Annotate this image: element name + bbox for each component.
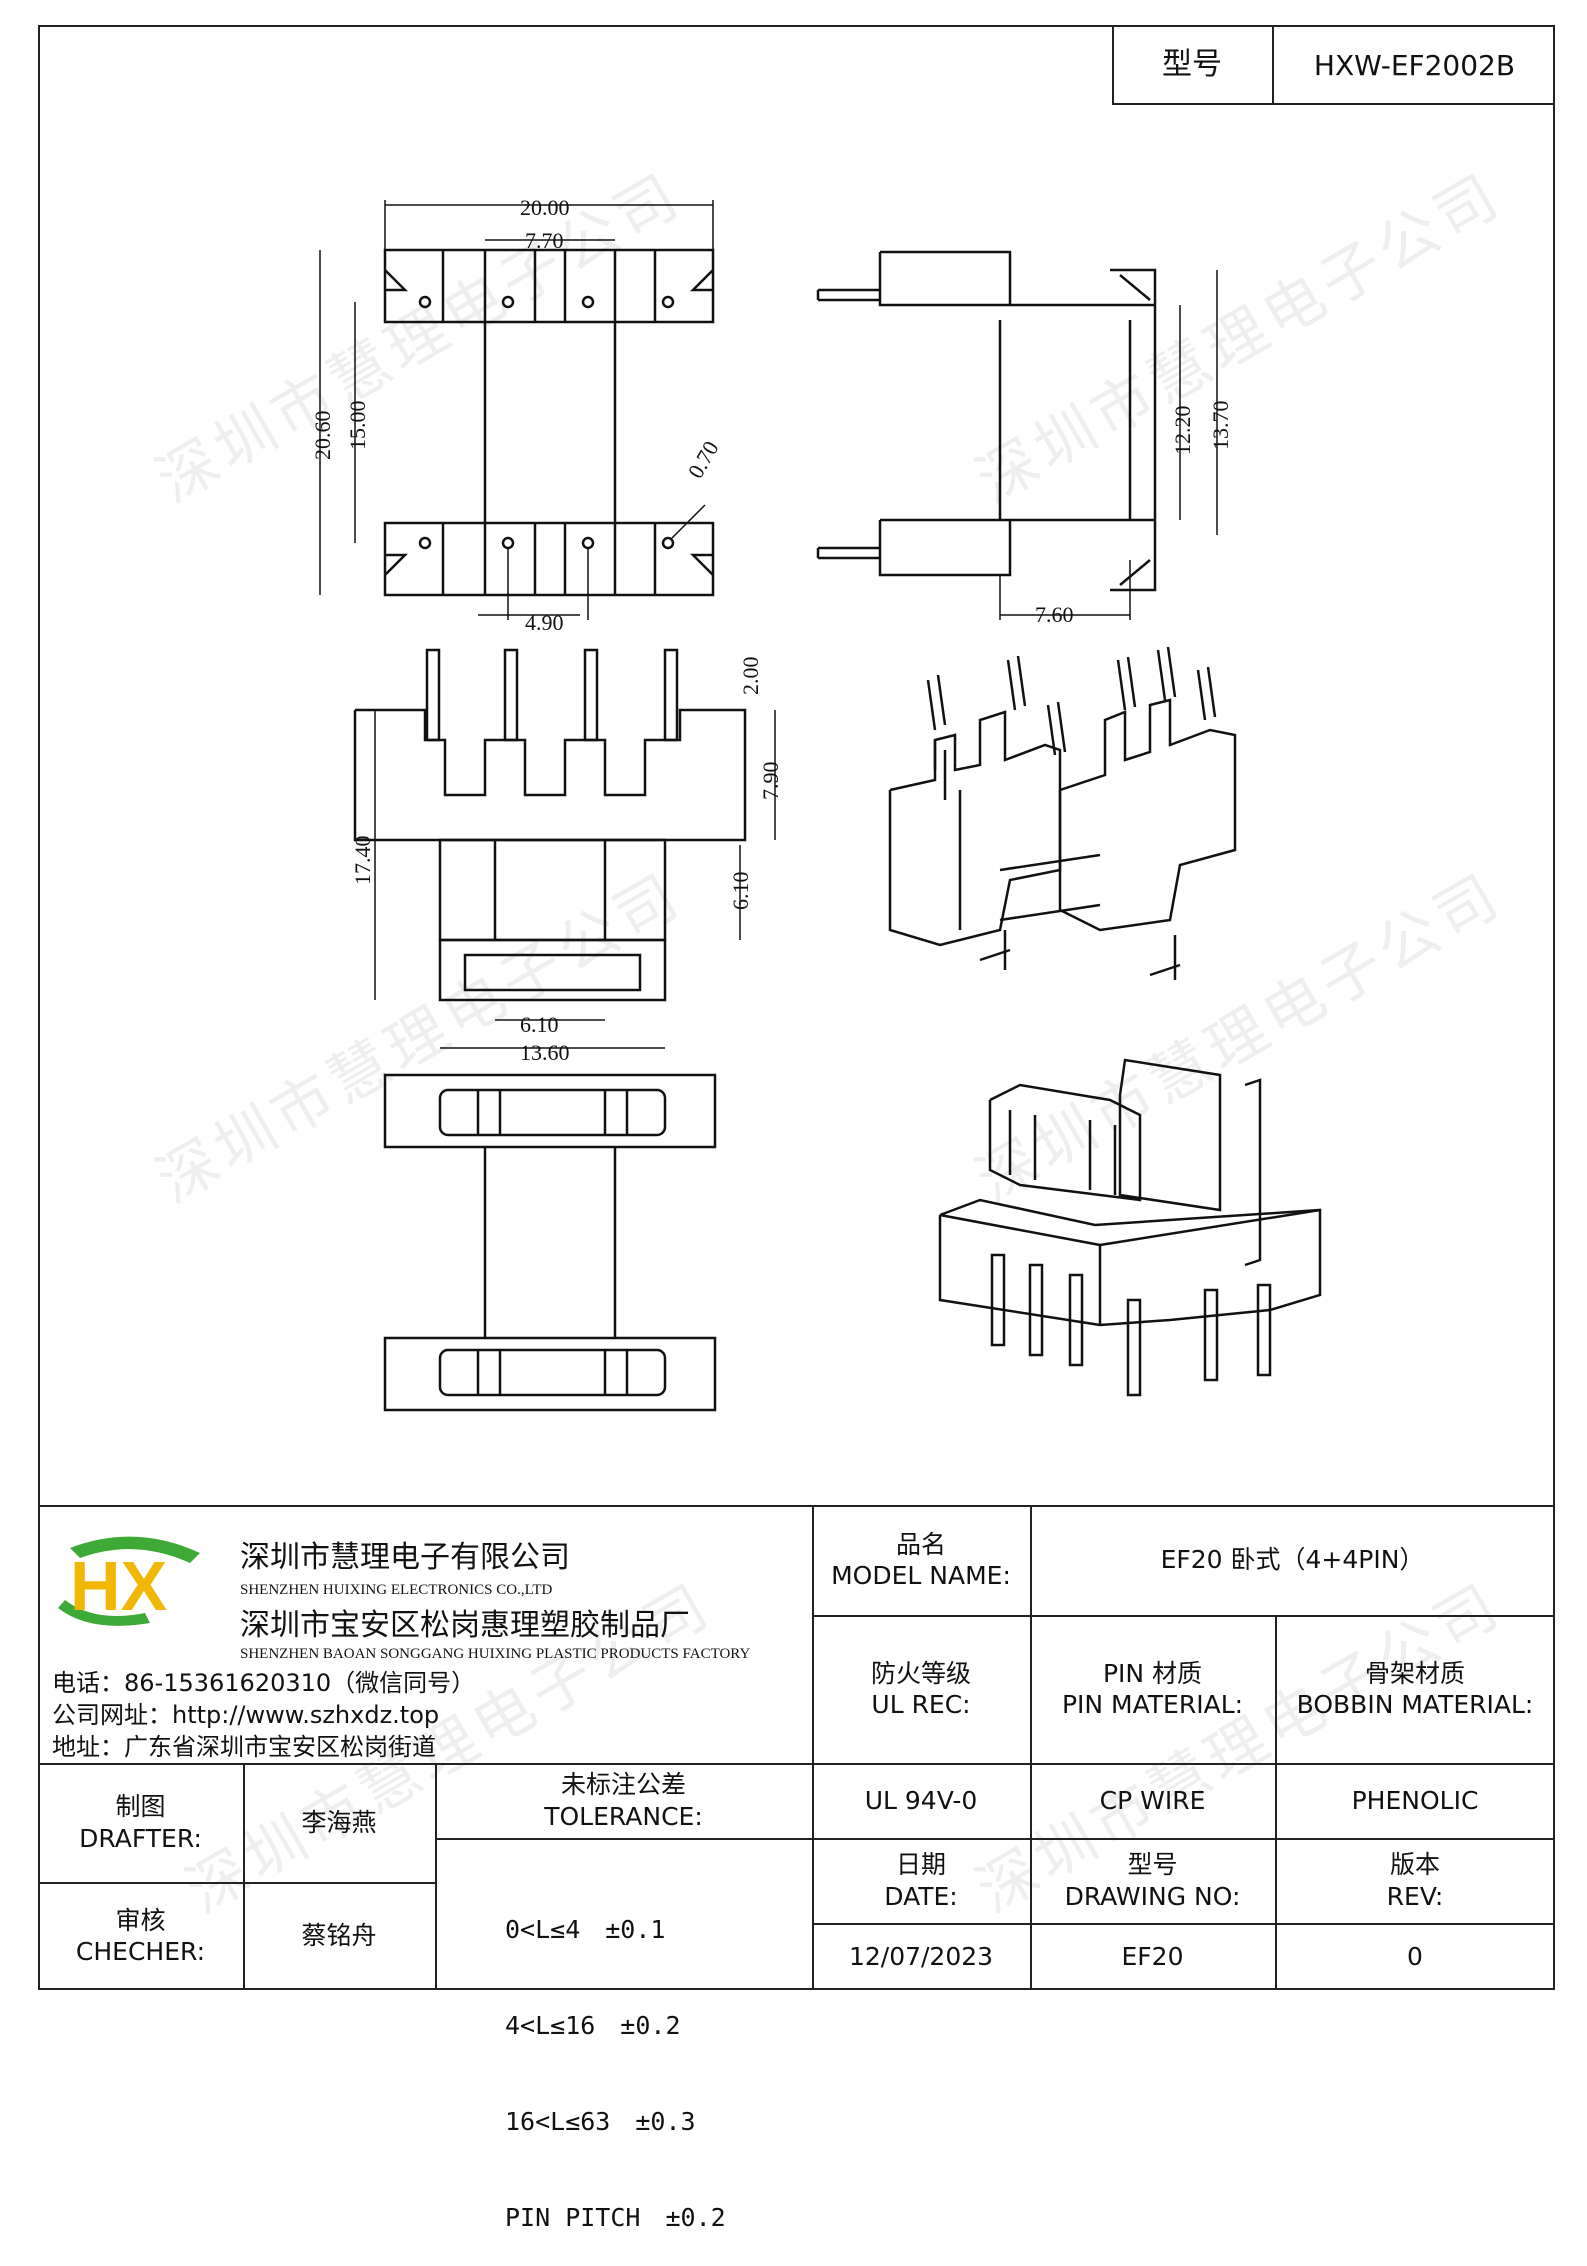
factory-name-cn: 深圳市宝安区松岗惠理塑胶制品厂: [240, 1608, 690, 1643]
company-logo: HX: [58, 1536, 200, 1626]
fire-rating-label-cn: 防火等级: [870, 1658, 971, 1688]
tolerance-list: 0<L≤4 ±0.1 4<L≤16 ±0.2 16<L≤63 ±0.3 PIN …: [505, 1850, 726, 2266]
product-name-label-en: MODEL NAME:: [831, 1561, 1011, 1590]
checker-label-cn: 审核: [115, 1905, 166, 1935]
date-label-en: DATE:: [884, 1881, 958, 1911]
tolerance-item: PIN PITCH ±0.2: [505, 2203, 726, 2232]
drafter-value: 李海燕: [301, 1807, 377, 1837]
side-view: [816, 250, 1218, 620]
dim-6-10-v: 6.10: [728, 872, 753, 911]
front-view: [353, 648, 776, 1049]
checker-label-en: CHECHER:: [75, 1937, 206, 1966]
company-address: 地址：广东省深圳市宝安区松岗街道: [52, 1733, 436, 1761]
dim-7-70: 7.70: [525, 228, 564, 253]
tolerance-label: 未标注公差 TOLERANCE:: [435, 1763, 812, 1838]
model-header-box: [1112, 25, 1555, 105]
drawing-no-label-cn: 型号: [1127, 1850, 1178, 1880]
dim-7-90: 7.90: [758, 762, 783, 801]
checker-label: 审核 CHECHER:: [38, 1882, 243, 1990]
company-phone: 电话：86-15361620310（微信同号）: [52, 1669, 476, 1697]
date-label-cn: 日期: [895, 1850, 946, 1880]
drawing-no-label-en: DRAWING NO:: [1064, 1881, 1241, 1911]
dim-13-70: 13.70: [1208, 401, 1233, 451]
pin-material-label: PIN 材质 PIN MATERIAL:: [1030, 1615, 1275, 1763]
iso-view-1: [888, 646, 1237, 980]
dim-15-00: 15.00: [345, 401, 370, 451]
dim-20-00: 20.00: [520, 195, 570, 220]
drawing-no-label: 型号 DRAWING NO:: [1030, 1838, 1275, 1923]
dim-7-60: 7.60: [1035, 602, 1074, 627]
top-view: [319, 200, 715, 620]
drawing-frame: [38, 25, 1555, 1990]
model-label: 型号: [1162, 47, 1222, 83]
dim-6-10-h: 6.10: [520, 1012, 559, 1037]
fire-rating-label-en: UL REC:: [871, 1690, 971, 1719]
drafter-label-en: DRAFTER:: [79, 1823, 202, 1853]
dim-13-60: 13.60: [520, 1040, 570, 1065]
date-value: 12/07/2023: [848, 1941, 994, 1971]
bobbin-material-value: PHENOLIC: [1351, 1785, 1479, 1815]
bottom-view: [383, 1073, 717, 1412]
rev-label-cn: 版本: [1389, 1850, 1440, 1880]
fire-rating-label: 防火等级 UL REC:: [812, 1615, 1030, 1763]
product-name-label-cn: 品名: [895, 1529, 946, 1559]
company-name-en: SHENZHEN HUIXING ELECTRONICS CO.,LTD: [240, 1582, 553, 1598]
pin-material-value: CP WIRE: [1099, 1785, 1206, 1815]
dim-2-00: 2.00: [738, 657, 763, 696]
factory-name-en: SHENZHEN BAOAN SONGGANG HUIXING PLASTIC …: [240, 1646, 751, 1662]
pin-material-label-cn: PIN 材质: [1102, 1658, 1203, 1688]
bobbin-material-label-en: BOBBIN MATERIAL:: [1296, 1690, 1534, 1719]
product-name-label: 品名 MODEL NAME:: [812, 1505, 1030, 1615]
dim-0-70: 0.70: [683, 437, 724, 483]
dim-12-20: 12.20: [1170, 406, 1195, 456]
bobbin-material-label: 骨架材质 BOBBIN MATERIAL:: [1275, 1615, 1555, 1763]
dim-20-60: 20.60: [310, 411, 335, 461]
drafter-label: 制图 DRAFTER:: [38, 1763, 243, 1882]
drawing-no-value: EF20: [1121, 1941, 1184, 1971]
dimension-labels: 20.00 7.70 4.90 7.60 6.10 13.60 20.60 15…: [310, 195, 1233, 1065]
company-website: 公司网址：http://www.szhxdz.top: [52, 1701, 440, 1729]
dim-4-90: 4.90: [525, 610, 564, 635]
product-name-value: EF20 卧式（4+4PIN）: [1160, 1545, 1425, 1575]
date-label: 日期 DATE:: [812, 1838, 1030, 1923]
rev-label-en: REV:: [1386, 1881, 1444, 1911]
rev-value: 0: [1407, 1941, 1423, 1971]
technical-drawing: 20.00 7.70 4.90 7.60 6.10 13.60 20.60 15…: [310, 195, 1322, 1412]
tolerance-item: 16<L≤63 ±0.3: [505, 2107, 696, 2136]
checker-value: 蔡铭舟: [301, 1921, 377, 1951]
logo-letters: HX: [70, 1547, 168, 1625]
dim-17-40: 17.40: [350, 836, 375, 886]
tolerance-item: 4<L≤16 ±0.2: [505, 2011, 681, 2040]
tolerance-label-en: TOLERANCE:: [544, 1801, 703, 1831]
rev-label: 版本 REV:: [1275, 1838, 1555, 1923]
tolerance-item: 0<L≤4 ±0.1: [505, 1915, 666, 1944]
company-name-cn: 深圳市慧理电子有限公司: [240, 1540, 570, 1575]
model-value: HXW-EF2002B: [1313, 48, 1516, 82]
pin-material-label-en: PIN MATERIAL:: [1061, 1690, 1244, 1719]
drafter-label-cn: 制图: [115, 1792, 166, 1822]
bobbin-material-label-cn: 骨架材质: [1364, 1658, 1465, 1688]
fire-rating-value: UL 94V-0: [864, 1785, 978, 1815]
tolerance-label-cn: 未标注公差: [560, 1770, 686, 1800]
iso-view-2: [938, 1058, 1322, 1397]
